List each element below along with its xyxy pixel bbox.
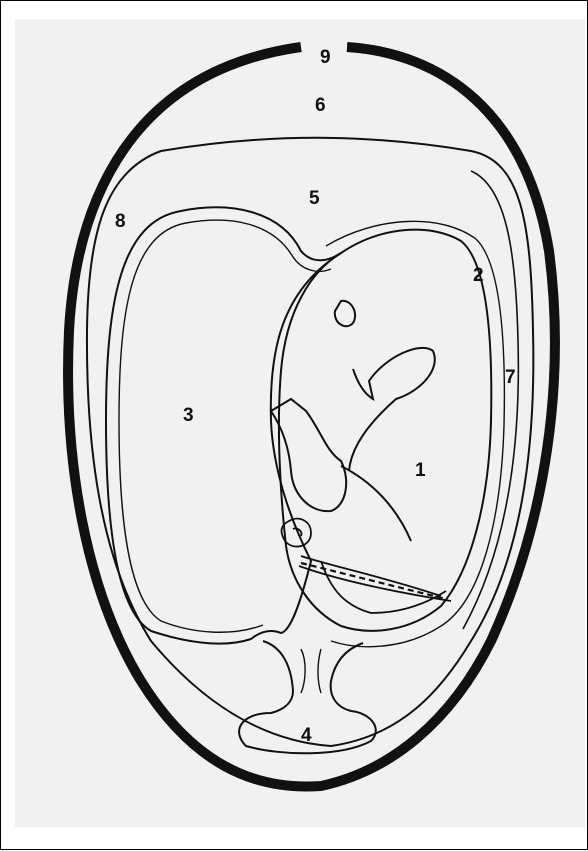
embryo: [271, 301, 435, 541]
label-9: 9: [320, 47, 331, 68]
label-4: 4: [301, 725, 312, 746]
label-7: 7: [505, 367, 516, 388]
label-3: 3: [183, 405, 194, 426]
yolk-sac: [106, 207, 341, 643]
yolk-sac-inner: [119, 220, 331, 632]
label-6: 6: [315, 95, 326, 116]
allantois-dashed: [301, 563, 446, 599]
label-1: 1: [415, 460, 426, 481]
outer-shell: [68, 47, 555, 787]
albumen-stalk: [301, 649, 321, 693]
label-2: 2: [473, 265, 484, 286]
shell-membrane: [87, 138, 533, 746]
label-8: 8: [115, 211, 126, 232]
label-5: 5: [309, 188, 320, 209]
